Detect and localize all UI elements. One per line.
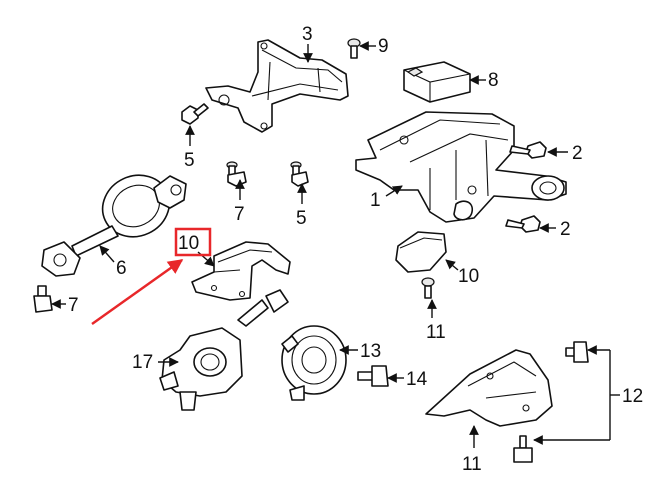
- part-7-lower-bolt: [33, 285, 53, 313]
- part-16-bolt: [357, 365, 389, 387]
- callout-16: 14: [406, 369, 428, 390]
- leader-lines: [51, 41, 620, 448]
- part-10-module: [403, 61, 471, 103]
- callout-2-lower: 2: [560, 219, 571, 240]
- callout-17: 17: [132, 352, 153, 373]
- callout-7-lower: 7: [68, 295, 79, 316]
- part-17-combination-switch: [159, 289, 289, 411]
- part-6-intermediate-shaft: [41, 174, 187, 277]
- callout-6: 6: [116, 258, 127, 279]
- callout-5: 5: [184, 150, 195, 171]
- callout-8: 10: [458, 266, 479, 287]
- highlight-part-12: [91, 227, 212, 326]
- callout-13: 11: [462, 454, 482, 475]
- callout-4: 3: [302, 24, 313, 45]
- callout-10: 8: [488, 70, 499, 91]
- part-1-steering-column: [355, 111, 567, 223]
- part-11-bolt: [347, 38, 361, 59]
- part-14-screw-upper: [565, 341, 589, 363]
- part-3-bolt: [290, 161, 309, 187]
- callout-7-upper: 7: [234, 204, 245, 225]
- part-2-bolt-upper: [509, 141, 547, 159]
- part-2-bolt-lower: [505, 215, 541, 233]
- part-12-upper-shroud: [191, 241, 291, 301]
- callout-12: 10: [178, 233, 199, 254]
- callout-14: 12: [622, 386, 643, 407]
- part-7-upper-bolt: [226, 161, 247, 187]
- callout-11: 9: [378, 36, 389, 57]
- callout-3: 5: [296, 208, 307, 229]
- callout-9: 11: [426, 322, 446, 343]
- callout-labels: 3 9 8 5 7 5 1 2 2 10 6 10 7 11 17 13 14 …: [68, 24, 643, 475]
- callout-15: 13: [360, 341, 381, 362]
- part-4-upper-bracket: [205, 39, 349, 133]
- part-14-screw-lower: [513, 435, 533, 463]
- part-8-cover: [395, 231, 447, 273]
- part-15-clock-spring: [281, 325, 347, 401]
- callout-1: 1: [370, 190, 381, 211]
- callout-2-upper: 2: [572, 143, 583, 164]
- part-9-screw: [421, 277, 435, 299]
- part-5-bolt: [181, 103, 209, 125]
- part-13-lower-shroud: [425, 349, 553, 427]
